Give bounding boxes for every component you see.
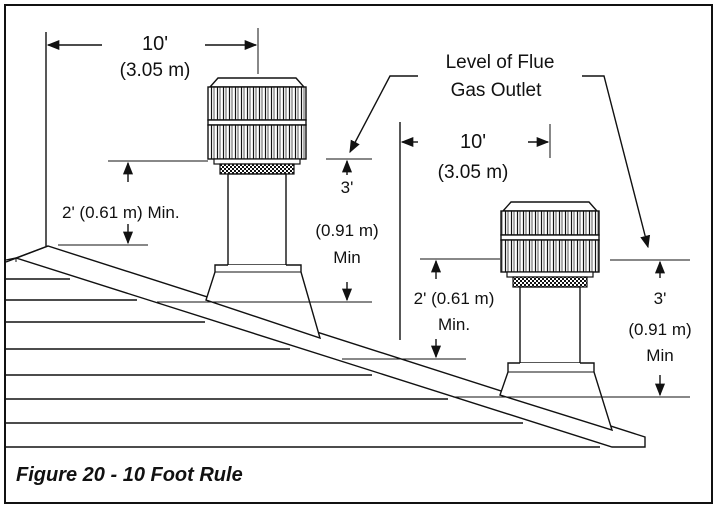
right-min-height-line2: Min. [438,315,470,334]
roof [5,32,646,448]
flue-level-line1: Level of Flue [446,52,555,73]
right-vent-height-ft: 3' [654,289,667,308]
right-horizontal-ft: 10' [460,131,486,153]
right-vent-height-min: Min [646,346,673,365]
vent-left [205,77,322,340]
left-dimensions [46,28,372,303]
right-min-height-line1: 2' (0.61 m) [414,289,495,308]
flue-level-leaders [349,75,651,249]
left-vent-height-min: Min [333,248,360,267]
right-vent-height-m: (0.91 m) [628,320,691,339]
left-vent-height-ft: 3' [341,178,354,197]
left-horizontal-m: (3.05 m) [120,60,191,81]
right-horizontal-m: (3.05 m) [438,162,509,183]
left-vent-height-m: (0.91 m) [315,221,378,240]
flue-level-line2: Gas Outlet [451,80,543,101]
figure-frame [4,4,713,504]
vent-right [499,201,614,432]
siding-lines [6,278,600,448]
right-dimensions [342,122,690,398]
left-min-height: 2' (0.61 m) Min. [62,203,180,222]
figure-caption: Figure 20 - 10 Foot Rule [16,464,243,486]
left-horizontal-ft: 10' [142,33,168,55]
